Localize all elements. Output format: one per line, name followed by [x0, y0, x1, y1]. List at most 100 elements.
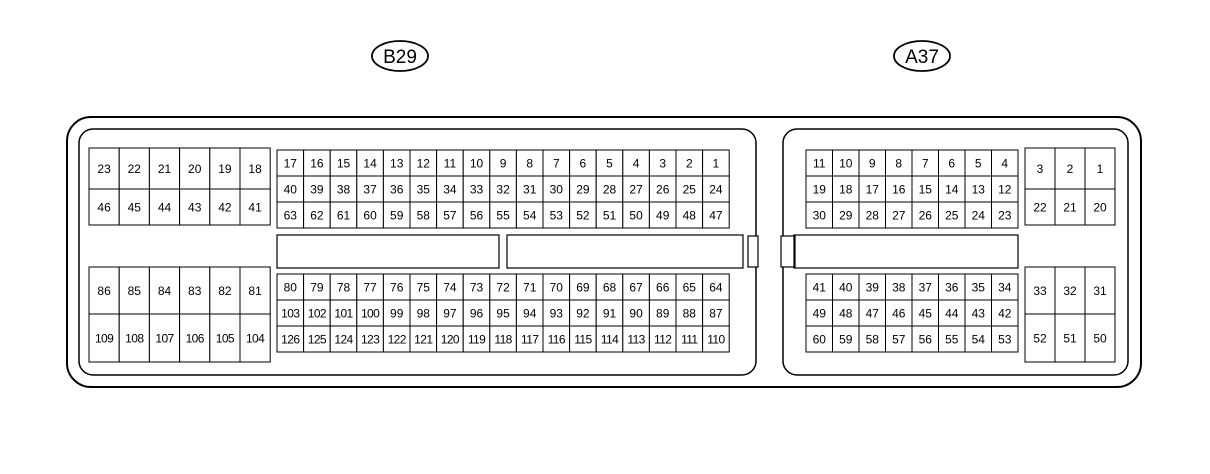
pin-number: 119 — [468, 333, 486, 347]
pin-number: 104 — [246, 332, 265, 346]
pin-cell — [239, 266, 271, 315]
a37-latch — [780, 235, 796, 268]
pin-cell — [805, 325, 833, 353]
pin-number: 85 — [128, 284, 142, 298]
pin-cell — [648, 273, 677, 301]
pin-number: 16 — [310, 157, 324, 171]
pin-cell — [515, 325, 544, 353]
pin-number: 58 — [417, 209, 431, 223]
pin-number: 5 — [975, 157, 982, 171]
pin-cell — [239, 313, 271, 363]
pin-number: 102 — [308, 307, 327, 321]
b29-latch — [747, 235, 759, 268]
pin-number: 117 — [521, 333, 539, 347]
pin-cell — [805, 299, 833, 327]
pin-number: 114 — [601, 333, 619, 347]
pin-cell — [648, 175, 677, 203]
pin-cell — [409, 175, 438, 203]
pin-cell — [118, 266, 150, 315]
pin-number: 76 — [390, 281, 404, 295]
pin-cell — [622, 175, 650, 203]
pin-number: 37 — [363, 183, 377, 197]
pin-cell — [329, 325, 358, 353]
pin-number: 12 — [417, 157, 431, 171]
pin-cell — [356, 175, 384, 203]
pin-number: 63 — [284, 209, 298, 223]
pin-cell — [276, 149, 305, 177]
pin-number: 13 — [390, 157, 404, 171]
pin-number: 8 — [895, 157, 902, 171]
pin-cell — [515, 201, 544, 229]
pin-cell — [885, 325, 913, 353]
pin-number: 110 — [707, 333, 725, 347]
pin-number: 38 — [892, 281, 906, 295]
pin-cell — [991, 273, 1019, 301]
pin-number: 71 — [523, 281, 537, 295]
label-a37: A37 — [893, 40, 951, 72]
pin-number: 2 — [686, 157, 693, 171]
pin-number: 101 — [334, 307, 353, 321]
pin-number: 32 — [1063, 284, 1077, 298]
pin-cell — [409, 149, 438, 177]
pin-number: 3 — [1037, 162, 1044, 176]
pin-cell — [148, 313, 181, 363]
pin-number: 75 — [417, 281, 431, 295]
pin-number: 18 — [839, 183, 853, 197]
pin-cell — [179, 313, 211, 363]
pin-number: 41 — [813, 281, 827, 295]
label-b29: B29 — [371, 40, 429, 72]
pin-cell — [209, 147, 241, 190]
pin-cell — [303, 175, 331, 203]
pin-number: 24 — [709, 183, 723, 197]
pin-cell — [148, 147, 181, 190]
pin-cell — [991, 175, 1019, 203]
pin-number: 65 — [683, 281, 697, 295]
pin-number: 49 — [656, 209, 670, 223]
pin-cell — [832, 273, 860, 301]
b29-slot-right — [506, 234, 744, 269]
pin-cell — [209, 266, 241, 315]
pin-number: 77 — [363, 281, 377, 295]
pin-number: 60 — [363, 209, 377, 223]
pin-number: 54 — [972, 333, 986, 347]
pin-number: 120 — [441, 333, 460, 347]
pin-number: 95 — [496, 307, 510, 321]
pin-number: 16 — [892, 183, 906, 197]
pin-number: 43 — [188, 201, 202, 215]
pin-number: 15 — [919, 183, 933, 197]
pin-cell — [702, 201, 730, 229]
pin-cell — [595, 325, 624, 353]
pin-number: 46 — [892, 307, 906, 321]
pin-cell — [702, 325, 730, 353]
pin-number: 25 — [683, 183, 697, 197]
pin-cell — [239, 188, 271, 226]
pin-number: 17 — [284, 157, 298, 171]
pin-number: 7 — [553, 157, 560, 171]
pin-number: 34 — [443, 183, 457, 197]
pin-number: 70 — [550, 281, 564, 295]
pin-number: 28 — [866, 209, 880, 223]
pin-number: 33 — [1033, 284, 1047, 298]
pin-cell — [462, 201, 491, 229]
pin-number: 59 — [390, 209, 404, 223]
pin-number: 66 — [656, 281, 670, 295]
pin-number: 111 — [681, 333, 698, 347]
pin-cell — [1054, 188, 1086, 226]
pin-number: 98 — [417, 307, 431, 321]
pin-number: 6 — [948, 157, 955, 171]
pin-cell — [356, 273, 384, 301]
pin-number: 46 — [97, 201, 111, 215]
pin-number: 118 — [494, 333, 512, 347]
pin-cell — [462, 175, 491, 203]
pin-cell — [964, 201, 992, 229]
pin-number: 103 — [281, 307, 300, 321]
pin-number: 31 — [523, 183, 537, 197]
pin-number: 62 — [310, 209, 324, 223]
pin-cell — [964, 325, 992, 353]
pin-number: 47 — [866, 307, 880, 321]
pin-number: 93 — [550, 307, 564, 321]
pin-cell — [911, 149, 939, 177]
pin-cell — [239, 147, 271, 190]
